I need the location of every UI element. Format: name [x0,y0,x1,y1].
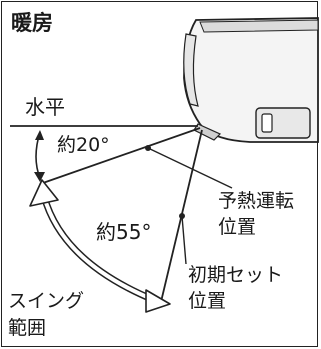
angle-55-label: 約55° [96,220,152,244]
preheat-label-line2: 位置 [218,216,257,238]
initial-set-leader [181,215,187,265]
preheat-direction-line [39,127,201,185]
initial-set-label-line1: 初期セット [188,264,284,286]
swing-label-line2: 範囲 [8,317,47,339]
mode-title: 暖房 [11,11,53,35]
swing-range-arrow [29,179,171,313]
angle-20-arrow-top [35,130,44,140]
angle-20-label: 約20° [57,134,110,156]
unit-louver [193,123,222,141]
unit-side-slot [261,113,273,133]
diagram-frame [1,1,318,347]
preheat-label-line1: 予熱運転 [218,190,295,212]
angle-20-arrow-bottom [34,172,45,182]
unit-top-band [199,19,319,33]
swing-label-line1: スイング [8,290,85,312]
unit-front-face [183,33,199,107]
horizontal-label: 水平 [25,95,65,119]
initial-set-label-line2: 位置 [188,290,227,312]
air-conditioner-unit [183,17,319,143]
preheat-leader [147,147,233,189]
